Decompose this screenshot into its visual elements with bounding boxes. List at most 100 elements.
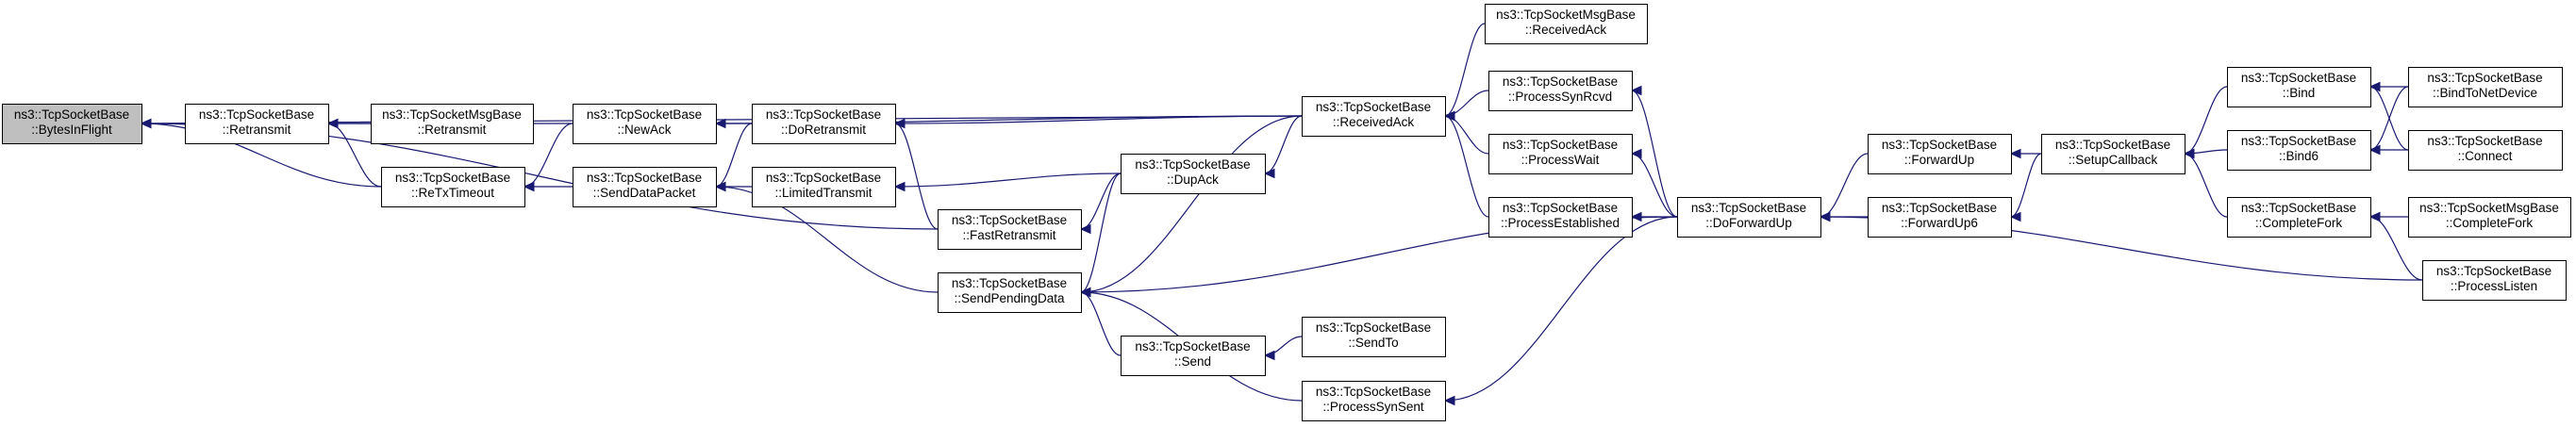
- node-class-label: ns3::TcpSocketBase: [1503, 138, 1618, 152]
- call-edge-receivedack-to-sendpendingdata: [1080, 115, 1303, 293]
- arrow-head-icon: [2368, 144, 2381, 156]
- call-edge-sendpendingdata-to-senddatapacket: [715, 186, 939, 293]
- node-class-label: ns3::TcpSocketBase: [1316, 385, 1431, 399]
- node-method-label: ::FastRetransmit: [962, 228, 1055, 242]
- node-processwait[interactable]: ns3::TcpSocketBase::ProcessWait: [1488, 134, 1633, 174]
- node-connect[interactable]: ns3::TcpSocketBase::Connect: [2408, 130, 2563, 171]
- call-edge-msg_receivedack-to-receivedack: [1444, 23, 1486, 117]
- node-setupcallback[interactable]: ns3::TcpSocketBase::SetupCallback: [2041, 134, 2185, 174]
- node-sendto[interactable]: ns3::TcpSocketBase::SendTo: [1302, 317, 1446, 357]
- node-bind[interactable]: ns3::TcpSocketBase::Bind: [2227, 67, 2371, 107]
- node-method-label: ::ForwardUp6: [1901, 216, 1978, 230]
- node-class-label: ns3::TcpSocketBase: [766, 171, 881, 185]
- node-class-label: ns3::TcpSocketBase: [2241, 134, 2356, 148]
- node-box: [1868, 197, 2012, 238]
- call-edge-bind-to-setupcallback: [2184, 86, 2228, 155]
- node-doforwardup[interactable]: ns3::TcpSocketBase::DoForwardUp: [1677, 197, 1821, 238]
- node-retransmit[interactable]: ns3::TcpSocketBase::Retransmit: [185, 104, 329, 144]
- node-doretransmit[interactable]: ns3::TcpSocketBase::DoRetransmit: [752, 104, 896, 144]
- node-receivedack[interactable]: ns3::TcpSocketBase::ReceivedAck: [1302, 96, 1446, 137]
- node-box: [1868, 134, 2012, 174]
- call-edge-completefork-to-setupcallback: [2184, 153, 2228, 218]
- node-forwardup[interactable]: ns3::TcpSocketBase::ForwardUp: [1868, 134, 2012, 174]
- node-newack[interactable]: ns3::TcpSocketBase::NewAck: [573, 104, 717, 144]
- node-processestablished[interactable]: ns3::TcpSocketBase::ProcessEstablished: [1488, 197, 1633, 238]
- node-method-label: ::DoForwardUp: [1705, 216, 1792, 230]
- arrow-head-icon: [714, 118, 726, 129]
- node-msg_receivedack[interactable]: ns3::TcpSocketMsgBase::ReceivedAck: [1485, 4, 1648, 44]
- arrow-head-icon: [2368, 81, 2381, 92]
- node-method-label: ::SendDataPacket: [593, 186, 696, 200]
- call-edge-fastretransmit-to-doretransmit: [894, 123, 939, 230]
- node-box: [2227, 130, 2371, 171]
- arrow-head-icon: [1630, 85, 1642, 96]
- node-fastretransmit[interactable]: ns3::TcpSocketBase::FastRetransmit: [938, 209, 1082, 250]
- arrow-head-icon: [1443, 395, 1455, 406]
- call-edge-processsynrcvd-to-receivedack: [1444, 90, 1489, 117]
- node-processlisten[interactable]: ns3::TcpSocketBase::ProcessListen: [2422, 260, 2567, 301]
- node-retxtimeout[interactable]: ns3::TcpSocketBase::ReTxTimeout: [381, 167, 525, 207]
- node-processsynsent[interactable]: ns3::TcpSocketBase::ProcessSynSent: [1302, 381, 1446, 421]
- arrow-head-icon: [523, 181, 535, 192]
- node-method-label: ::ProcessListen: [2451, 279, 2537, 293]
- node-method-label: ::Retransmit: [223, 123, 291, 137]
- node-class-label: ns3::TcpSocketBase: [2055, 138, 2170, 152]
- node-bytesinflight[interactable]: ns3::TcpSocketBase::BytesInFlight: [2, 104, 142, 144]
- node-method-label: ::DoRetransmit: [781, 123, 866, 137]
- node-method-label: ::DupAck: [1167, 172, 1219, 187]
- node-box: [1302, 317, 1446, 357]
- node-method-label: ::Bind6: [2279, 149, 2318, 163]
- node-msg_completefork[interactable]: ns3::TcpSocketMsgBase::CompleteFork: [2408, 197, 2571, 238]
- call-edge-setupcallback-to-forwardup6: [2010, 153, 2042, 218]
- node-box: [2, 104, 142, 144]
- node-box: [1121, 336, 1266, 376]
- node-box: [1485, 4, 1648, 44]
- node-class-label: ns3::TcpSocketBase: [395, 171, 510, 185]
- arrow-head-icon: [893, 181, 906, 192]
- node-class-label: ns3::TcpSocketBase: [199, 107, 314, 122]
- node-box: [1488, 197, 1633, 238]
- call-edge-doforwardup-to-processwait: [1631, 153, 1678, 218]
- node-class-label: ns3::TcpSocketMsgBase: [2419, 201, 2559, 215]
- node-msg_retransmit[interactable]: ns3::TcpSocketMsgBase::Retransmit: [371, 104, 534, 144]
- arrow-head-icon: [2183, 148, 2195, 159]
- node-class-label: ns3::TcpSocketBase: [952, 213, 1067, 227]
- node-forwardup6[interactable]: ns3::TcpSocketBase::ForwardUp6: [1868, 197, 2012, 238]
- arrow-head-icon: [326, 118, 339, 129]
- arrow-head-icon: [1630, 148, 1642, 159]
- node-method-label: ::ProcessEstablished: [1501, 216, 1620, 230]
- node-box: [2408, 130, 2563, 171]
- arrow-head-icon: [714, 181, 726, 192]
- node-class-label: ns3::TcpSocketBase: [1135, 157, 1250, 172]
- node-class-label: ns3::TcpSocketBase: [1135, 339, 1250, 353]
- node-completefork[interactable]: ns3::TcpSocketBase::CompleteFork: [2227, 197, 2371, 238]
- node-method-label: ::SetupCallback: [2069, 153, 2158, 167]
- node-method-label: ::SendPendingData: [954, 291, 1065, 305]
- node-class-label: ns3::TcpSocketBase: [1691, 201, 1806, 215]
- arrow-head-icon: [1263, 168, 1275, 179]
- node-sendpendingdata[interactable]: ns3::TcpSocketBase::SendPendingData: [938, 272, 1082, 313]
- node-box: [2422, 260, 2567, 301]
- node-class-label: ns3::TcpSocketBase: [2241, 71, 2356, 85]
- node-method-label: ::BindToNetDevice: [2433, 86, 2537, 100]
- node-method-label: ::Bind: [2283, 86, 2316, 100]
- node-class-label: ns3::TcpSocketBase: [1316, 100, 1431, 114]
- arrow-head-icon: [1819, 211, 1831, 222]
- edge-layer: [140, 23, 2423, 406]
- node-class-label: ns3::TcpSocketBase: [766, 107, 881, 122]
- node-method-label: ::ProcessWait: [1521, 153, 1600, 167]
- node-class-label: ns3::TcpSocketBase: [1316, 320, 1431, 335]
- node-limitedtransmit[interactable]: ns3::TcpSocketBase::LimitedTransmit: [752, 167, 896, 207]
- node-bind6[interactable]: ns3::TcpSocketBase::Bind6: [2227, 130, 2371, 171]
- node-method-label: ::ReTxTimeout: [411, 186, 494, 200]
- node-box: [938, 209, 1082, 250]
- node-bindtonetdevice[interactable]: ns3::TcpSocketBase::BindToNetDevice: [2408, 67, 2563, 107]
- node-send[interactable]: ns3::TcpSocketBase::Send: [1121, 336, 1266, 376]
- node-box: [1677, 197, 1821, 238]
- node-processsynrcvd[interactable]: ns3::TcpSocketBase::ProcessSynRcvd: [1488, 71, 1633, 111]
- node-senddatapacket[interactable]: ns3::TcpSocketBase::SendDataPacket: [573, 167, 717, 207]
- node-box: [2041, 134, 2185, 174]
- node-dupack[interactable]: ns3::TcpSocketBase::DupAck: [1121, 154, 1266, 194]
- node-class-label: ns3::TcpSocketBase: [587, 171, 702, 185]
- node-box: [2408, 197, 2571, 238]
